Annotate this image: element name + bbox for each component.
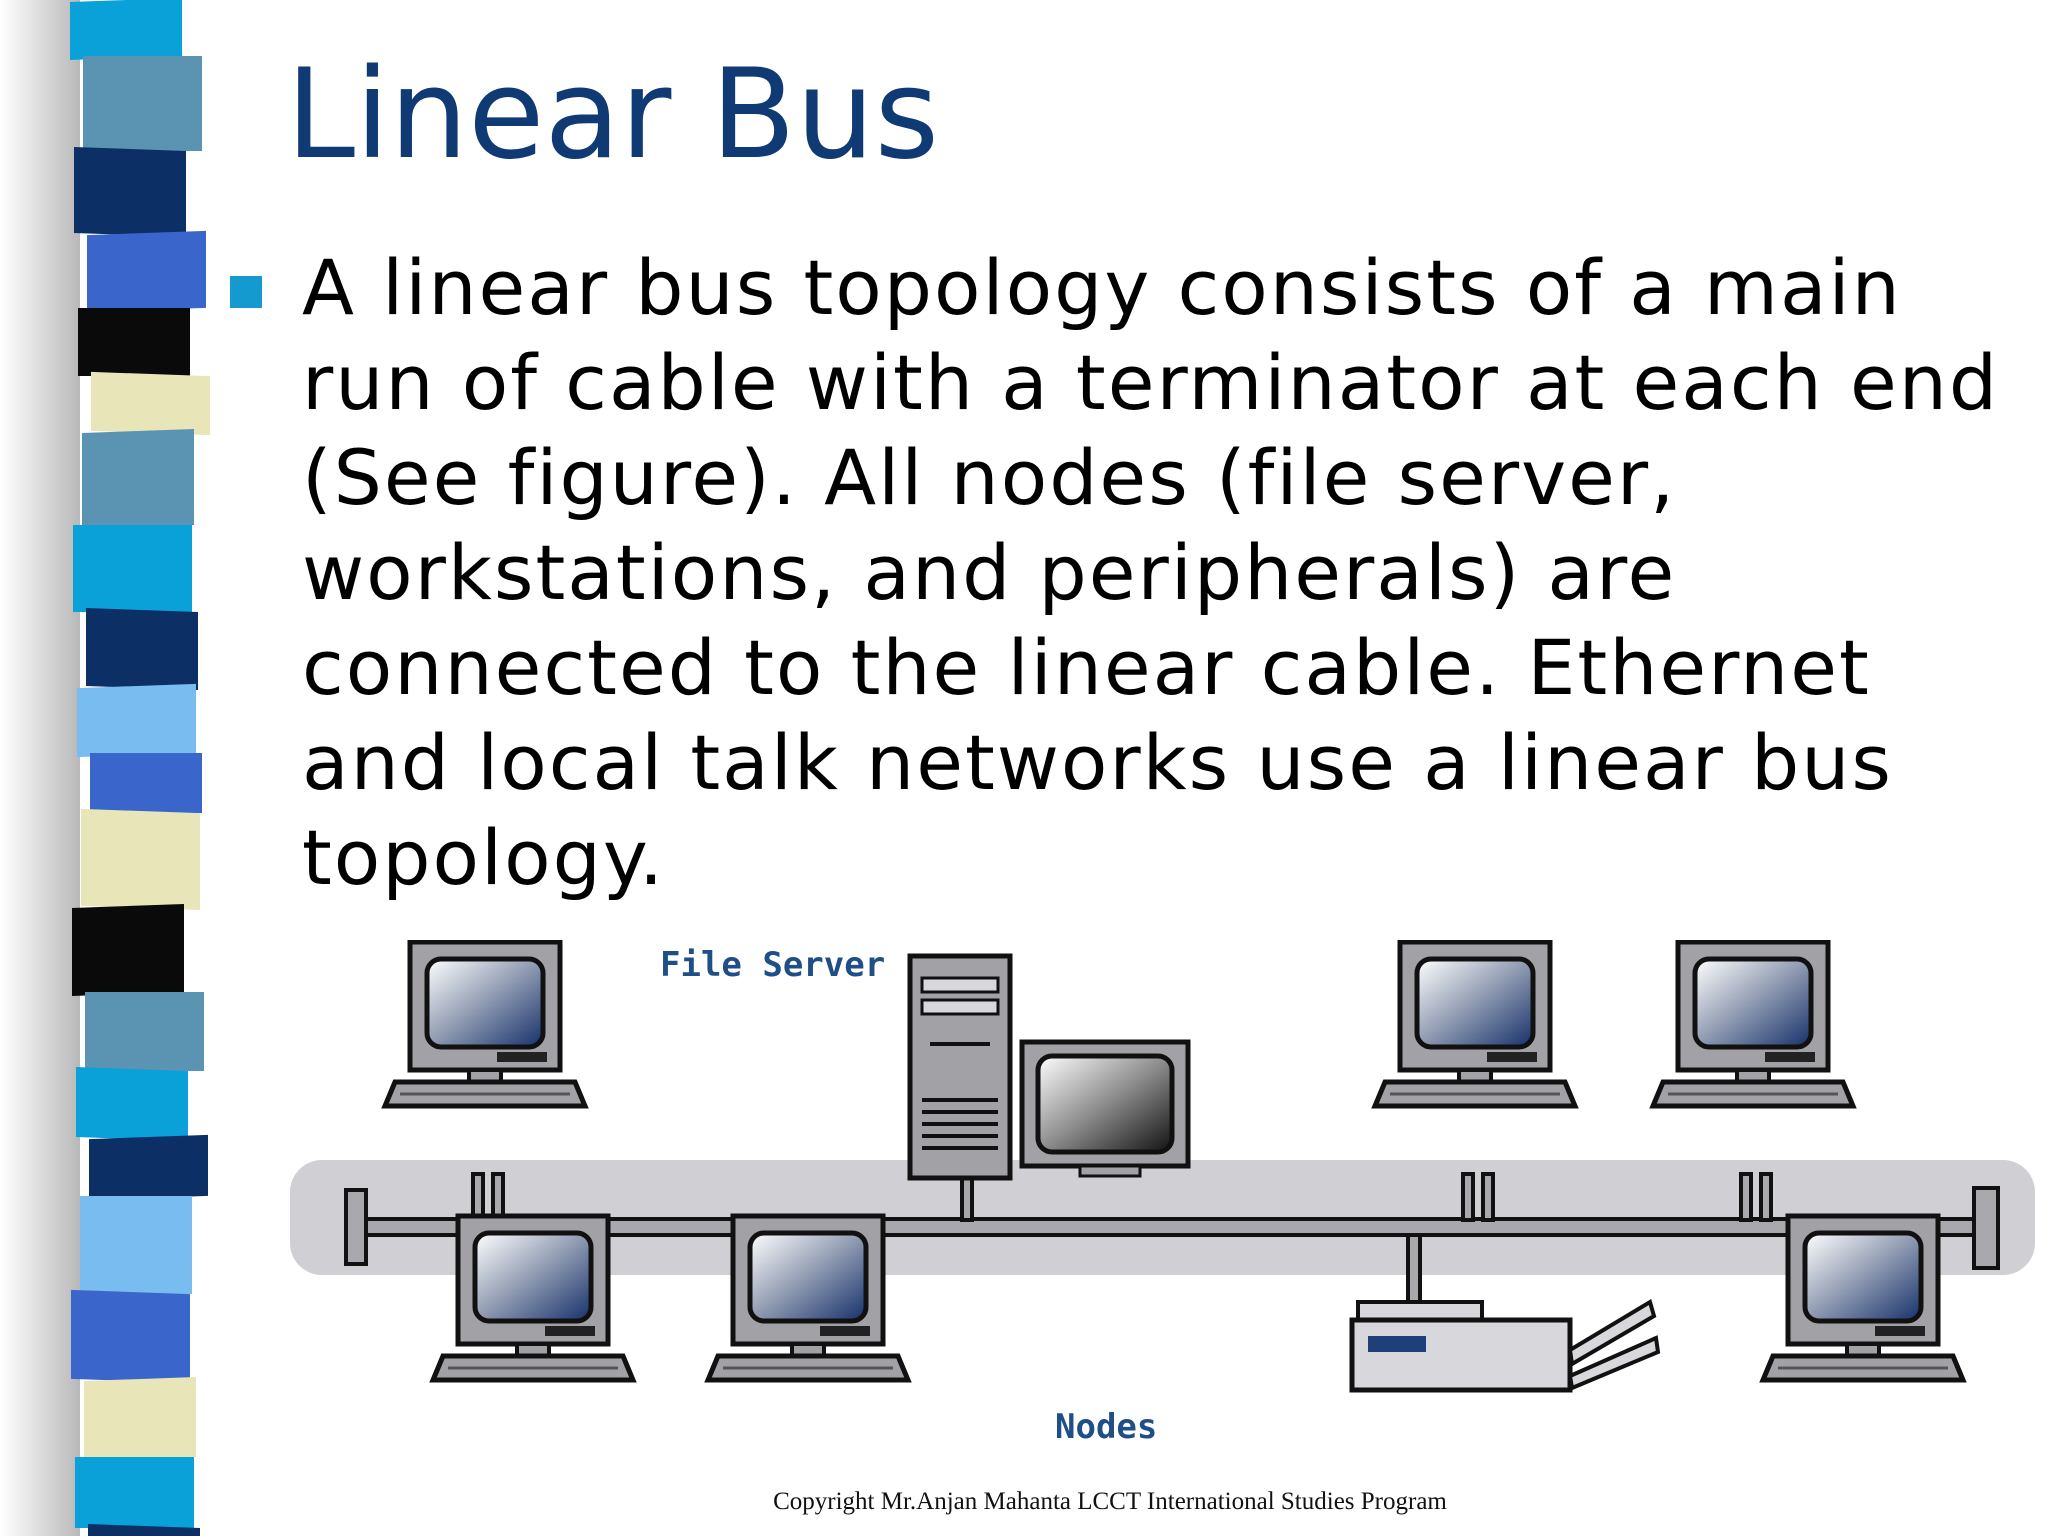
bullet-text: A linear bus topology consists of a main… xyxy=(302,243,2000,902)
decorative-stripe-bar xyxy=(0,0,220,1536)
stripe-band xyxy=(86,608,198,690)
file-server-monitor-icon xyxy=(1019,1039,1191,1178)
stripe-band xyxy=(91,371,210,436)
stripe-band xyxy=(82,429,194,529)
stripe-band xyxy=(77,683,196,758)
left-terminator-icon xyxy=(344,1188,368,1266)
stripe-band xyxy=(84,1377,196,1461)
stripe-band xyxy=(72,904,184,996)
stripe-band xyxy=(87,230,206,313)
stripe-band xyxy=(81,808,200,911)
computer-icon xyxy=(385,942,585,1106)
stripe-band xyxy=(78,308,190,376)
bullet-square-icon xyxy=(230,276,262,308)
linear-bus-diagram: File Server Nodes xyxy=(290,940,2035,1447)
stripe-band xyxy=(85,992,204,1071)
stripe-band xyxy=(76,1067,188,1141)
stripe-band xyxy=(83,56,202,151)
stripe-band xyxy=(71,1289,190,1384)
stripe-band xyxy=(90,753,202,813)
stripe-band xyxy=(70,0,182,60)
file-server-tower-icon xyxy=(907,953,1013,1181)
stripe-band xyxy=(74,147,186,237)
computer-icon xyxy=(1653,942,1853,1106)
file-server-label: File Server xyxy=(660,945,885,985)
copyright-footer: Copyright Mr.Anjan Mahanta LCCT Internat… xyxy=(773,1488,1447,1515)
computer-icon xyxy=(1375,942,1575,1106)
nodes-label: Nodes xyxy=(1055,1407,1157,1447)
computer-icon xyxy=(433,1216,633,1380)
computer-icon xyxy=(708,1216,908,1380)
right-terminator-icon xyxy=(1972,1186,2000,1270)
stripe-band xyxy=(73,525,192,612)
stripe-band xyxy=(75,1457,194,1528)
computer-icon xyxy=(1763,1216,1963,1380)
printer-icon xyxy=(1349,1298,1661,1393)
stripe-band xyxy=(80,1196,192,1294)
stripe-band xyxy=(89,1134,208,1201)
slide-title: Linear Bus xyxy=(286,43,940,187)
